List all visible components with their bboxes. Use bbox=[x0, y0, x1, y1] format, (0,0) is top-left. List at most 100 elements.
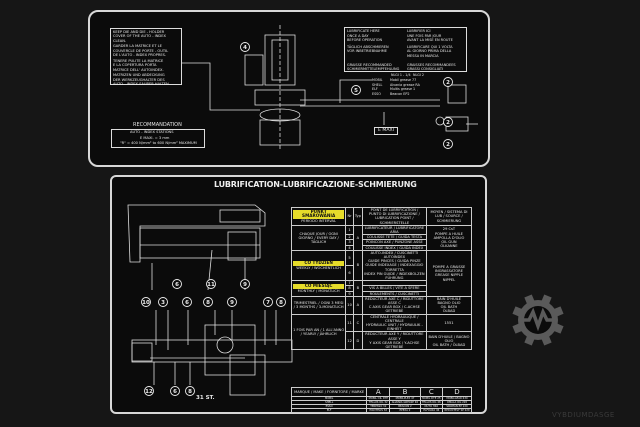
machine-drawing bbox=[127, 204, 293, 396]
table-cell: REDUCTELF SP 220 bbox=[442, 408, 472, 413]
cell-text: Typ bbox=[354, 214, 361, 219]
point-desc: POINCON AXE / PUNZONE ASSE bbox=[361, 239, 427, 246]
cell-text: 7 bbox=[348, 281, 351, 286]
cell-text: SPARTAN EP 220 bbox=[446, 405, 468, 408]
cell-text: 11 bbox=[347, 320, 352, 325]
plate-text: ELF bbox=[372, 87, 378, 91]
cell-text: MOBIL OIL DTE bbox=[368, 397, 388, 400]
table-cell: ELFOLNA 46 bbox=[419, 408, 444, 413]
cell-text: CO TYDZIEN bbox=[293, 261, 345, 266]
cell-text: BEACON 2 bbox=[398, 405, 412, 408]
callout-circle bbox=[240, 42, 250, 52]
callout-number: 8 bbox=[279, 300, 283, 306]
point-number: 5 bbox=[345, 249, 354, 267]
cell-text: C bbox=[428, 388, 434, 396]
point-number: 6 bbox=[345, 265, 354, 282]
cell-text: OIL BATH bbox=[440, 305, 458, 310]
table-row: 1 FOIS PAR AN / 1 ALL'ANNO / YEARLY / JÄ… bbox=[290, 313, 473, 351]
plate-text: "R" = 400 N/mm² to 600 N/mm² MAXIMUM bbox=[120, 141, 197, 145]
callout-number: 8 bbox=[206, 300, 210, 306]
table-cell: ALVANIA GREASE R2 bbox=[389, 400, 421, 405]
plate-text: MOBIL bbox=[372, 78, 383, 82]
cell-text: ÖLKANNE bbox=[440, 244, 458, 249]
top-plate bbox=[88, 10, 490, 167]
cell-text: SHELL bbox=[325, 401, 334, 404]
callout-circle bbox=[443, 117, 453, 127]
callout-circle bbox=[351, 85, 361, 95]
point-number: 12 bbox=[345, 331, 354, 351]
callout-circle bbox=[276, 297, 286, 307]
cell-text: LUBRIFICATEUR / LUBRIFICATORE ARIA bbox=[364, 225, 425, 235]
table-cell: MOBIL OIL DTE bbox=[366, 396, 391, 401]
cell-text: TRIMESTRIEL / OGNI 3 MESI / 3 MONTHS / 3… bbox=[293, 301, 344, 310]
cell-text: TERESSO 32 bbox=[370, 405, 387, 408]
callout-number: 2 bbox=[446, 142, 450, 148]
plate-text: AVANT LA MISE EN ROUTE bbox=[407, 38, 453, 42]
callout-circle bbox=[443, 77, 453, 87]
plate-text: NLGI 2 bbox=[413, 73, 424, 77]
plate-text: KEEP DIE AND DIE - HOLDER bbox=[113, 30, 165, 34]
table-cell: MOBIL DTE 25 bbox=[419, 396, 444, 401]
brand-col: C bbox=[419, 387, 444, 397]
plate-text: E LA COPERTURA PORTA bbox=[113, 63, 157, 68]
plate-text: GRAISSES RECOMMANDEES bbox=[407, 63, 456, 67]
cell-text: AMPOLLA D'OLIO bbox=[433, 235, 465, 240]
point-number: 11 bbox=[345, 313, 354, 333]
cell-text: WEEKLY / WÖCHENTLICH bbox=[296, 265, 341, 270]
callout-circle bbox=[203, 297, 213, 307]
callout-circle bbox=[227, 297, 237, 307]
plate-text: SCHMIERMITTELEMPFEHLUNG bbox=[347, 67, 400, 72]
plate-text: LUBRIFICARE QUI 1 VOLTA bbox=[407, 44, 453, 49]
plate-text: Alvania grease RA bbox=[390, 82, 420, 87]
callout-number: 12 bbox=[145, 389, 153, 395]
product-cell: 1551 bbox=[425, 313, 473, 333]
callout-circle bbox=[240, 279, 250, 289]
plate-text: VOR INBETRIEBNAHME bbox=[347, 49, 387, 53]
cell-text: COULISSE INDEX / GUIDA INDEX bbox=[365, 245, 424, 250]
stations-label: 31 ST. bbox=[196, 395, 215, 401]
plate-text: AUTO - INDEX STATIONS bbox=[130, 130, 174, 134]
plate-text: GARDER LA MATRICE ET LE bbox=[113, 44, 162, 49]
cell-text: MARQUE / MAKE / FORNITORE / MARKE bbox=[294, 389, 365, 394]
cell-text: MOBIL DTE 25 bbox=[422, 397, 441, 400]
cell-text: VIS A BILLES / VITE A SFERE bbox=[369, 286, 420, 291]
brand-col: B bbox=[389, 387, 421, 397]
callout-circle bbox=[185, 386, 195, 396]
cell-text: CHAQUE JOUR / OGNI GIORNO / EVERY DAY / … bbox=[298, 231, 339, 244]
callout-circle bbox=[182, 297, 192, 307]
point-number: 10 bbox=[345, 295, 354, 315]
cell-text: B bbox=[402, 388, 408, 396]
plate-text: Beacon EP2 bbox=[390, 91, 410, 96]
cell-text: BAGNO OLIO bbox=[437, 301, 461, 306]
table-cell: EPEXA 2 bbox=[389, 408, 421, 413]
table-cell: Nr bbox=[345, 207, 354, 226]
type-cell: D bbox=[352, 331, 363, 351]
plate-text: MATRICE DELL' AUTOINDEX. bbox=[113, 67, 164, 72]
cell-text: C AXIS GEAR BOX / C-ACHSE GETRIEBE bbox=[368, 305, 420, 314]
cell-text: MONTHLY / MONATLICH bbox=[297, 288, 340, 293]
brand-col: D bbox=[442, 387, 472, 397]
table-cell: TELLUS OIL 32 bbox=[366, 400, 391, 405]
cell-text: ÖLBAD bbox=[442, 309, 456, 314]
type-cell: B bbox=[352, 249, 363, 282]
plate-text: ESSO bbox=[372, 91, 381, 96]
cell-text: PERIODO INTERVAL bbox=[301, 218, 337, 223]
callout-circle bbox=[443, 139, 453, 149]
plate-text: COUVERCLE DE PORTE - OUTIL bbox=[113, 48, 169, 53]
point-number: 1 bbox=[345, 224, 354, 236]
plate-text: UNE FOIS PAR JOUR bbox=[407, 33, 442, 38]
cell-text: 29 CsT bbox=[442, 227, 456, 232]
plate-text: ONCE A DAY bbox=[347, 33, 369, 38]
cell-text: ALVANIA GREASE R2 bbox=[391, 401, 419, 404]
